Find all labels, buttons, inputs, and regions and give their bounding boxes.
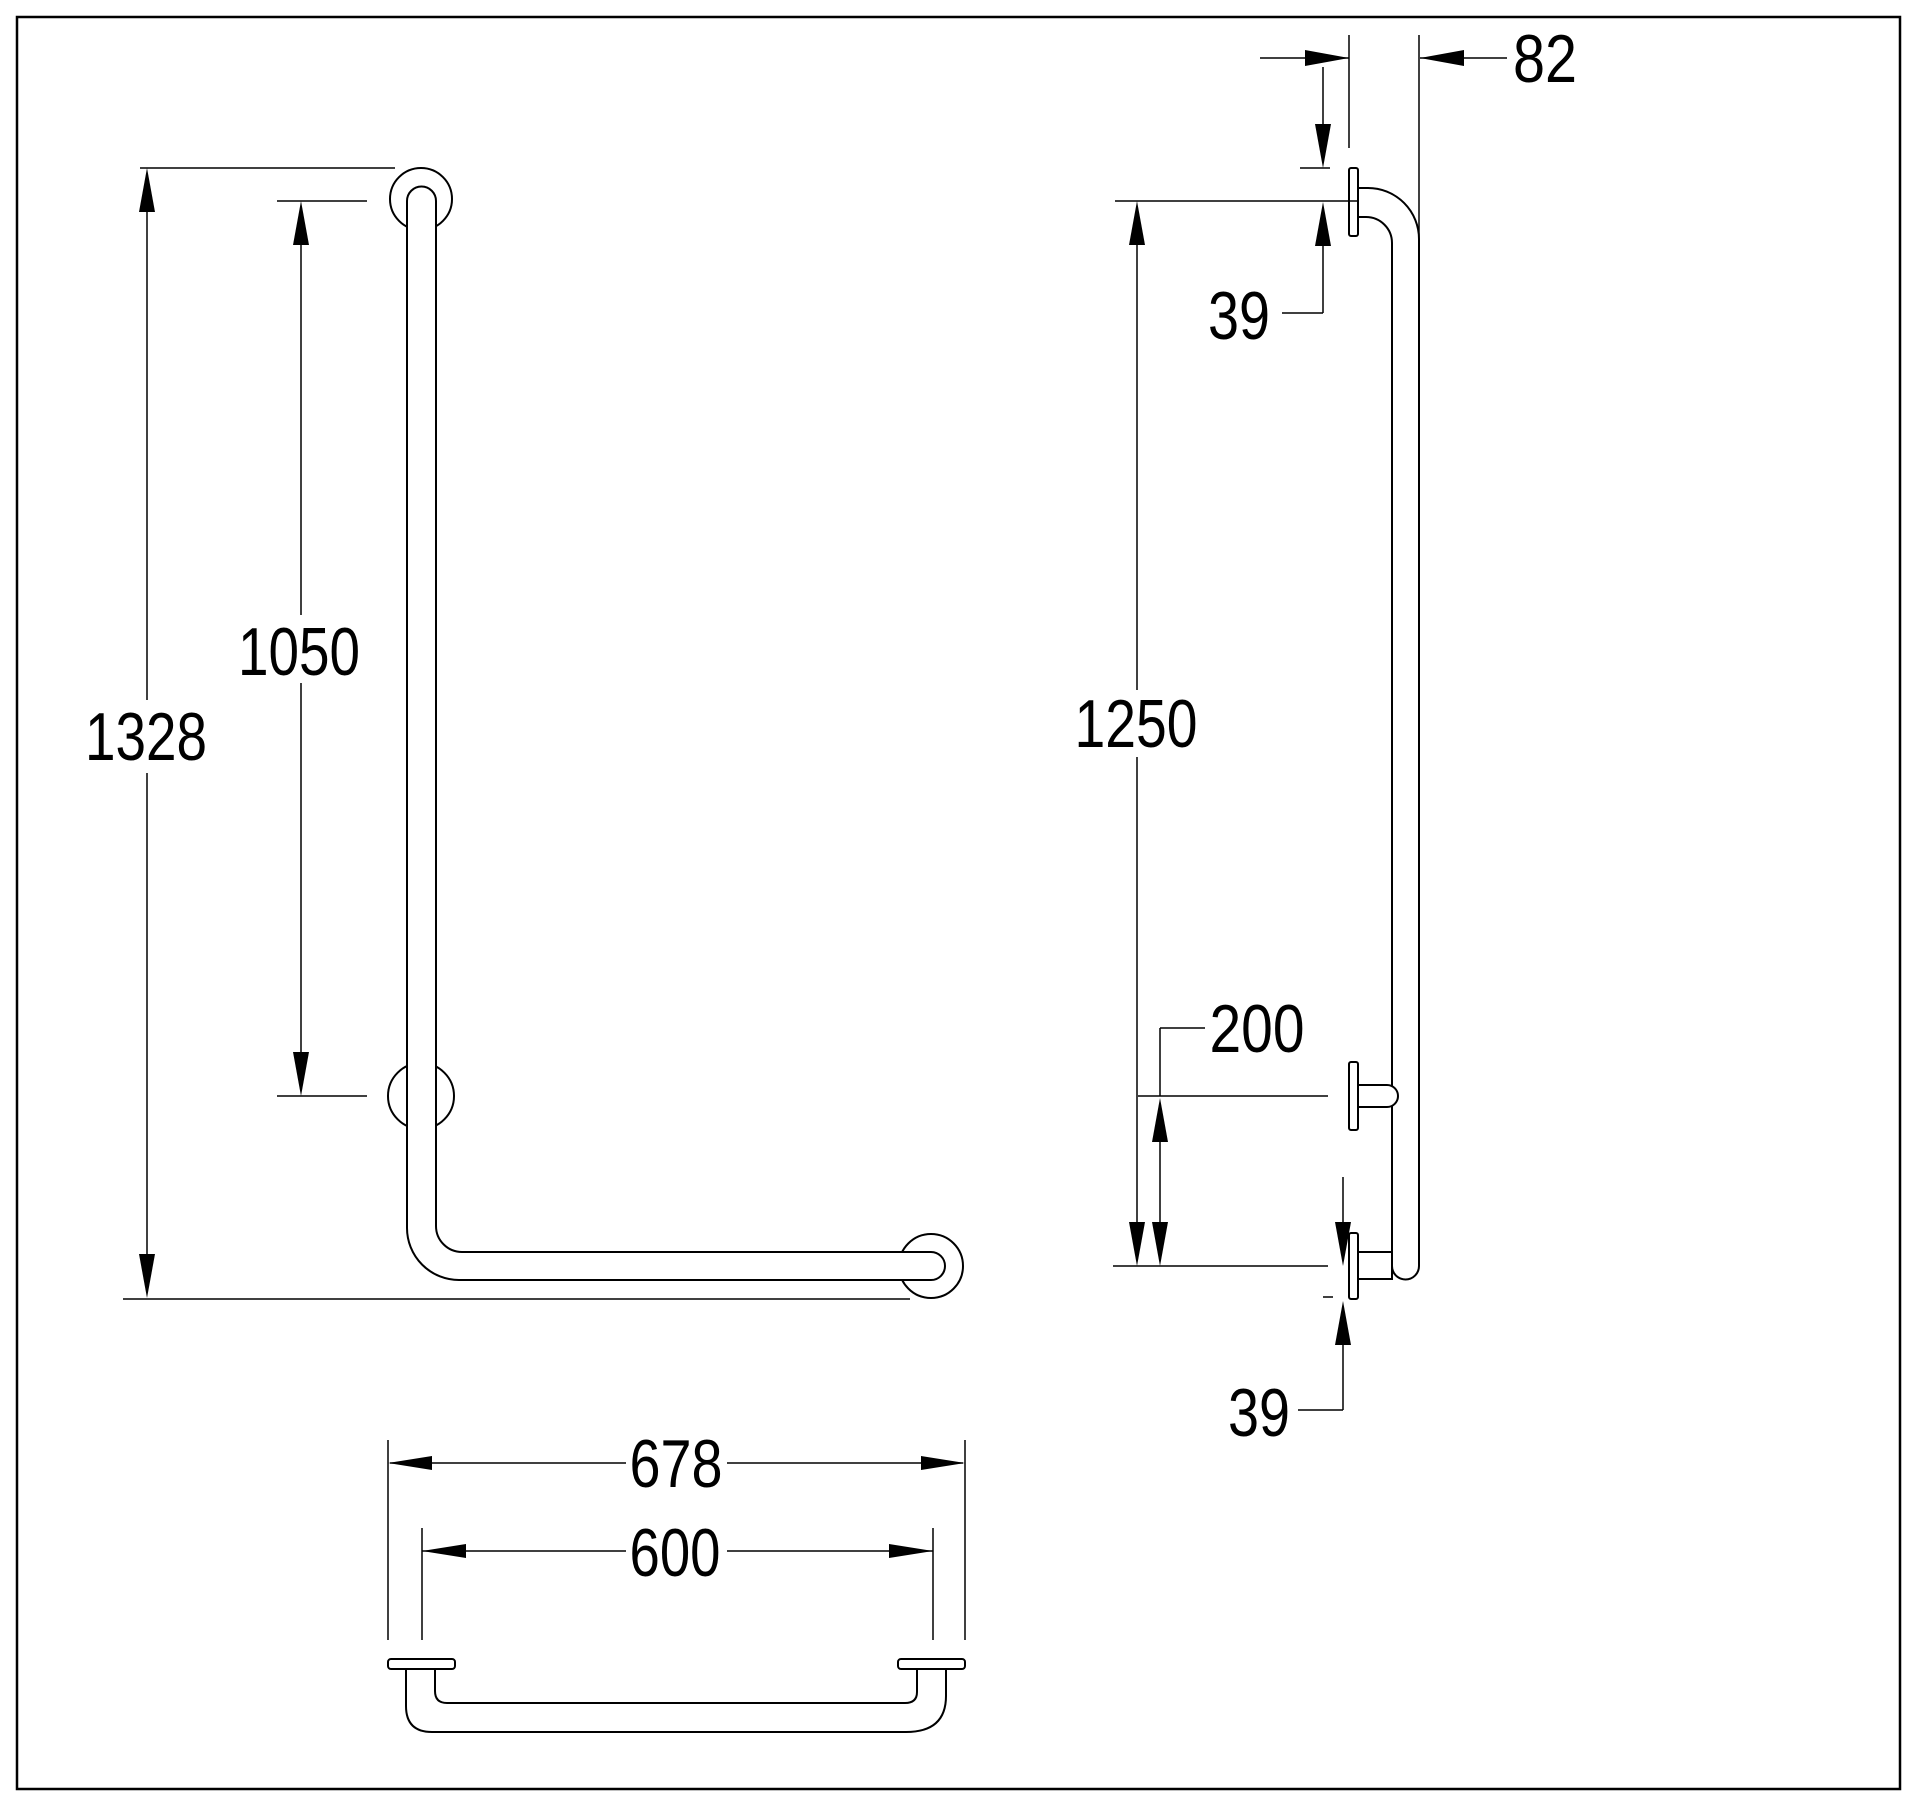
dim-label-82: 82 — [1513, 21, 1577, 97]
side-bottom-flange-plate — [1348, 1232, 1359, 1300]
side-tube — [1357, 187, 1420, 1281]
top-right-flange-plate — [897, 1658, 966, 1670]
front-dim-upper-flange-span: 1050 — [238, 200, 367, 1097]
dim-label-1328: 1328 — [85, 699, 207, 775]
front-dim-overall-height: 1328 — [85, 167, 910, 1300]
top-tube — [405, 1667, 947, 1733]
dim-label-1250: 1250 — [1075, 686, 1198, 762]
dim-label-1050: 1050 — [238, 614, 360, 690]
top-dim-flange-center-span: 600 — [422, 1515, 933, 1591]
dim-label-39-top: 39 — [1208, 278, 1270, 354]
front-view: 1328 1050 — [85, 167, 964, 1300]
dim-label-678: 678 — [630, 1426, 723, 1502]
dim-label-39-bottom: 39 — [1228, 1375, 1290, 1451]
side-middle-bracket-stem — [1357, 1084, 1399, 1108]
top-view: 678 600 — [387, 1426, 966, 1733]
side-dim-flange-offset-bottom: 39 — [1228, 1177, 1351, 1451]
side-dim-flange-offset-top: 39 — [1208, 67, 1331, 354]
side-top-flange-plate — [1348, 167, 1359, 237]
side-dim-lower-bracket-offset: 200 — [1152, 991, 1305, 1266]
side-dim-vertical-center-span: 1250 — [1075, 201, 1198, 1266]
side-dim-wall-projection: 82 — [1260, 21, 1577, 240]
front-lbar-tube — [406, 185, 946, 1281]
side-bottom-stub — [1357, 1251, 1393, 1280]
top-left-flange-plate — [387, 1658, 456, 1670]
sheet-border — [15, 15, 1902, 1791]
top-dim-overall-width: 678 — [388, 1426, 965, 1502]
side-middle-bracket-plate — [1348, 1061, 1359, 1131]
dim-label-600: 600 — [630, 1515, 721, 1591]
dim-label-200: 200 — [1210, 991, 1305, 1067]
side-view: 82 39 1250 — [1075, 21, 1578, 1451]
